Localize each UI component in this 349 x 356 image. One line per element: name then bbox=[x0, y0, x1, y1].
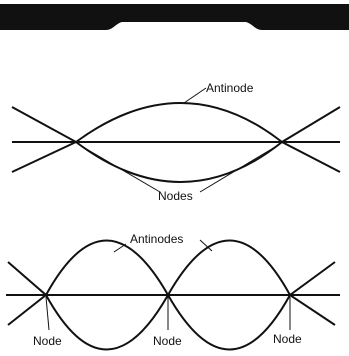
nodes-label: Nodes bbox=[158, 189, 193, 203]
nodes-leader-right bbox=[200, 144, 280, 192]
top-bar bbox=[0, 4, 349, 30]
antinode-leader bbox=[184, 88, 206, 103]
antinode-label: Antinode bbox=[206, 81, 254, 95]
top-diagram bbox=[12, 88, 340, 192]
nodes-leader-left bbox=[78, 144, 160, 192]
node-label-2: Node bbox=[153, 334, 182, 348]
node-label-1: Node bbox=[33, 334, 62, 348]
antinodes-leader-left bbox=[114, 244, 126, 252]
antinodes-label: Antinodes bbox=[130, 232, 183, 246]
top-wave-lower bbox=[12, 107, 340, 182]
node-label-3: Node bbox=[273, 332, 302, 346]
node-leader-1 bbox=[46, 297, 49, 330]
